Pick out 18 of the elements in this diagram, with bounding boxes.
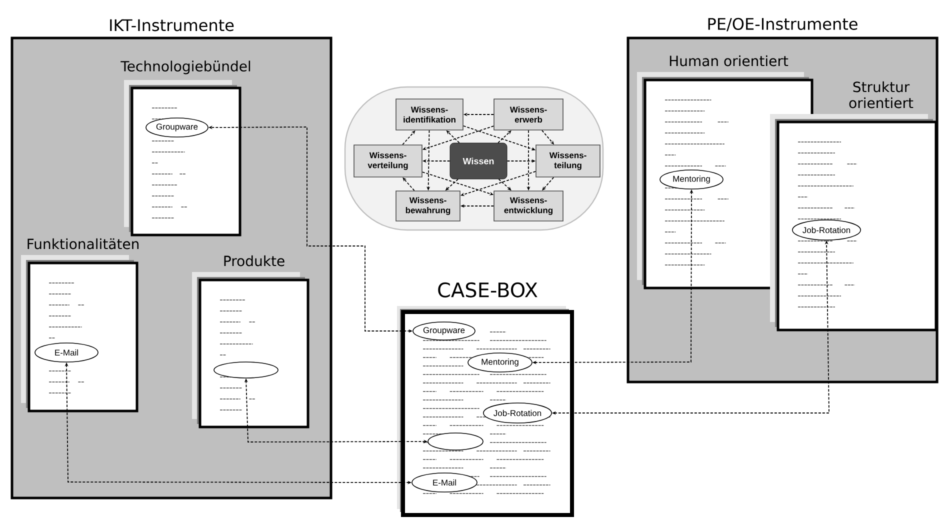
process-box: Wissens- teilung bbox=[536, 144, 600, 178]
node-label: IKT-Instrumente bbox=[110, 19, 234, 32]
node-label: PE/OE-Instrumente bbox=[708, 18, 858, 32]
node-label: Technologiebündel bbox=[120, 60, 250, 74]
node-label: Funktionalitäten bbox=[28, 238, 139, 250]
node-label: CASE-BOX bbox=[438, 282, 538, 298]
node-label: Produkte bbox=[224, 255, 284, 266]
process-box: Wissens- bewahrung bbox=[396, 190, 460, 222]
ellipse-marker bbox=[214, 362, 278, 378]
process-box: Wissens- erwerb bbox=[494, 98, 564, 130]
ellipse-marker bbox=[428, 432, 484, 450]
process-box: Wissens- verteilung bbox=[354, 144, 422, 178]
process-box: Wissens- entwicklung bbox=[494, 190, 564, 222]
node-label: Struktur orientiert bbox=[849, 81, 914, 108]
process-box: Wissens- identifikation bbox=[396, 98, 464, 130]
center-box: Wissen bbox=[450, 142, 508, 180]
document-page: Produkte bbox=[192, 255, 310, 428]
node-label: Human orientiert bbox=[670, 55, 788, 66]
